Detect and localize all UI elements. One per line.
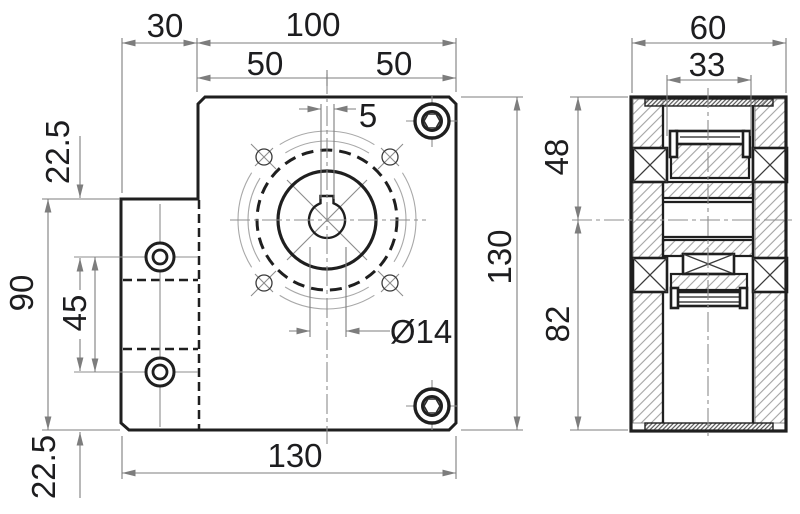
tapped-hole [255,148,273,166]
bearing-lower-left [631,256,669,294]
dim-half-width-right: 50 [376,45,413,82]
corner-screw-bottom-right [406,380,458,430]
dim-depth: 60 [690,9,727,46]
corner-screw-top-right [406,96,458,147]
top-cover-strip [644,98,774,107]
dim-hole-offset-top: 22.5 [39,120,76,184]
bearing-upper-right [751,146,789,184]
shaft-bore-with-keyway [307,194,347,240]
side-view [572,88,792,440]
dim-top-to-axis: 48 [538,139,575,176]
bearing-upper-left [631,146,669,184]
hex-socket-icon [423,113,441,129]
dimension-labels: 30 100 50 50 5 22.5 90 45 22.5 130 130 Ø… [3,6,726,499]
front-view [74,74,458,444]
bearing-lower-right [751,256,789,294]
tab-mounting-holes [74,204,198,427]
dim-body-width: 100 [285,6,340,43]
dim-body-height: 130 [481,229,518,284]
tapped-hole [255,274,273,292]
dim-bore-diameter: Ø14 [390,313,452,350]
hub-body [669,142,751,180]
bearings [631,146,789,294]
extension-lines [42,38,787,479]
dim-tab-width: 30 [147,7,184,44]
dim-hole-spacing: 45 [56,295,93,332]
lower-hub-body [669,272,749,292]
lower-retainer-right [738,286,749,310]
tapped-hole [381,274,399,292]
hex-socket-icon [423,398,441,414]
dim-axis-to-bottom: 82 [539,306,576,343]
dim-hub-width: 33 [689,46,726,83]
retainer-right [741,129,752,159]
dim-tab-height: 90 [3,275,40,312]
lower-hub-cap [672,290,746,308]
dim-keyway-width: 5 [359,97,377,134]
dim-half-width-left: 50 [247,45,284,82]
retainer-left [668,129,679,159]
lower-retainer-left [669,286,680,310]
dimension-lines [44,39,786,498]
tapped-hole [381,148,399,166]
housing-outline [119,95,458,432]
dim-total-width: 130 [267,437,322,474]
dim-hole-offset-bottom: 22.5 [25,435,62,499]
tapped-holes [255,148,399,292]
